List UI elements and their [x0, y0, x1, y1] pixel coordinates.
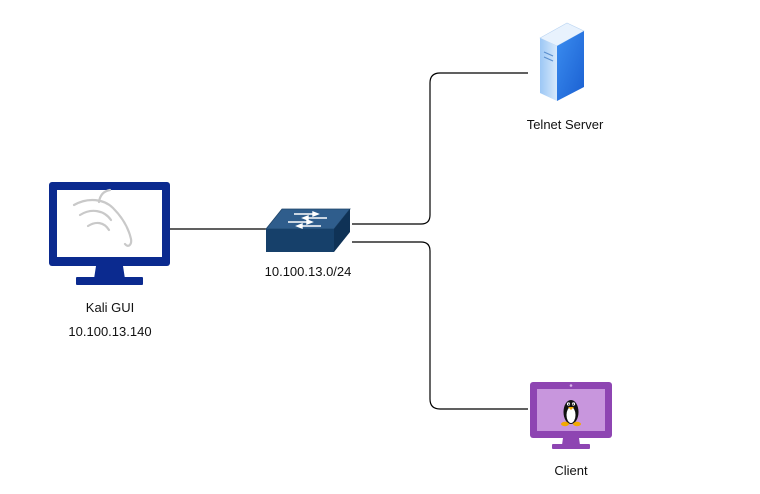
server-icon[interactable] — [539, 22, 585, 101]
kali-monitor-icon[interactable] — [49, 182, 170, 285]
kali-name-label: Kali GUI — [85, 300, 135, 315]
network-switch-icon[interactable] — [265, 208, 351, 252]
linux-monitor-icon[interactable] — [530, 382, 612, 449]
kali-ip-label: 10.100.13.140 — [68, 324, 152, 339]
tux-icon — [561, 400, 581, 427]
link-switch-client — [352, 241, 528, 410]
kali-dragon-icon — [72, 188, 133, 247]
client-label: Client — [554, 463, 588, 478]
subnet-label: 10.100.13.0/24 — [264, 264, 352, 279]
link-switch-telnet-server — [352, 72, 528, 225]
connections — [170, 72, 528, 410]
telnet-server-label: Telnet Server — [526, 117, 604, 132]
